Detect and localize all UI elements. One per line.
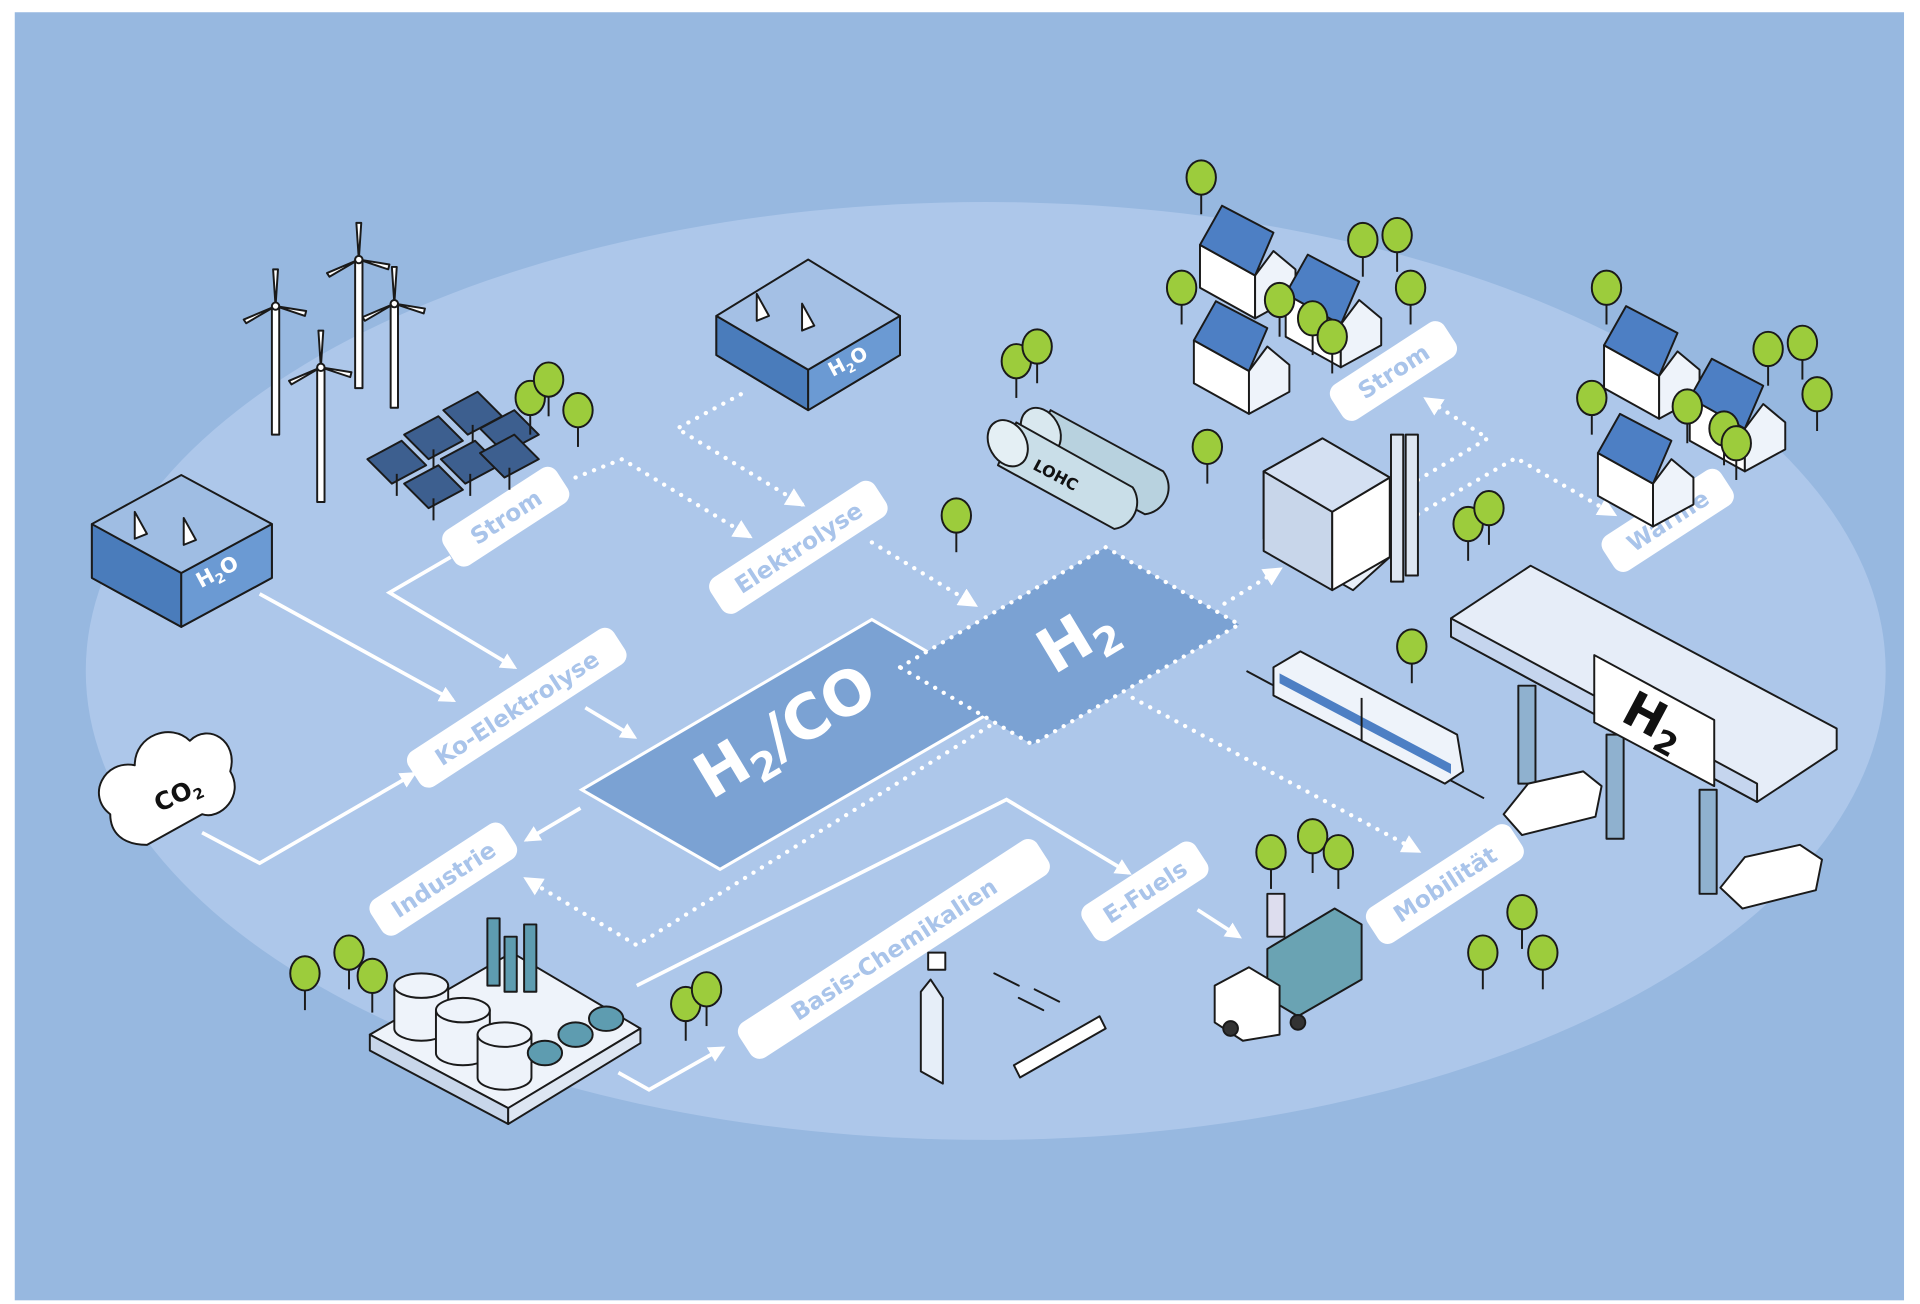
power-plant-icon [1262, 433, 1419, 592]
tree-icon [289, 955, 321, 1011]
tree-icon [690, 971, 723, 1027]
tree-icon [1347, 221, 1379, 277]
label-pill [1601, 468, 1734, 572]
label-pill [1365, 824, 1524, 944]
label-pill [406, 627, 627, 788]
tree-icon [356, 957, 388, 1013]
water-tank-top: H2O [715, 258, 901, 412]
house-icon [1192, 300, 1291, 415]
tree-icon [1316, 318, 1348, 374]
label-pill [737, 838, 1050, 1059]
wind-turbine-icon [325, 221, 391, 390]
tree-icon [1191, 428, 1224, 484]
wind-turbine-icon [361, 265, 426, 409]
tree-icon [1021, 328, 1053, 384]
tree-icon [1473, 490, 1505, 545]
tree-icon [562, 392, 594, 447]
solar-panel-icon [479, 433, 540, 490]
tree-icon [1590, 269, 1623, 325]
house-icon [1596, 412, 1695, 528]
tree-icon [1467, 934, 1499, 990]
wind-turbine-icon [242, 268, 308, 436]
tree-icon [1396, 628, 1428, 684]
co2-cloud-icon: CO2 [98, 731, 236, 846]
truck-icon [1213, 892, 1363, 1042]
tree-icon [1671, 388, 1703, 444]
svg-text:H2O: H2O [192, 551, 244, 597]
tree-icon [1381, 216, 1413, 272]
water-tank-left: H2O [90, 474, 273, 628]
solar-panels-icon [366, 390, 540, 521]
wind-turbine-icon [288, 329, 353, 503]
label-pill [1329, 321, 1458, 421]
tree-icon [1527, 934, 1559, 990]
tree-icon [1720, 425, 1752, 480]
solar-panel-icon [403, 415, 464, 472]
tree-icon [1263, 281, 1296, 337]
tree-icon [1786, 324, 1819, 380]
tree-icon [940, 497, 972, 553]
solar-panel-icon [366, 439, 428, 496]
tree-icon [1801, 376, 1833, 431]
tree-icon [1296, 818, 1329, 874]
tree-icon [1322, 834, 1355, 889]
hydrogen-hub: H2 [895, 544, 1244, 747]
h2-station-icon: H2 [1450, 564, 1838, 910]
label-pill [369, 822, 518, 936]
tree-icon [532, 361, 565, 417]
tree-icon [333, 934, 365, 990]
label-pill [442, 466, 570, 567]
wind-turbines-icon [242, 221, 426, 503]
tree-icon [1506, 894, 1538, 949]
tree-icon [1576, 379, 1608, 435]
chemical-products-icon [919, 951, 1107, 1085]
tree-icon [1165, 269, 1198, 325]
trees [289, 159, 1833, 1041]
tree-icon [1185, 159, 1217, 215]
flow-lines [201, 392, 1618, 1092]
chemical-plant-icon [368, 917, 642, 1125]
label-pill [709, 480, 888, 614]
label-pill [1081, 841, 1209, 942]
lohc-tanks-icon: LOHC [986, 406, 1170, 530]
train-icon [1246, 650, 1485, 800]
tree-icon [1394, 269, 1427, 325]
solar-panel-icon [403, 464, 464, 521]
tree-icon [1255, 834, 1287, 889]
tree-icon [1752, 330, 1784, 386]
